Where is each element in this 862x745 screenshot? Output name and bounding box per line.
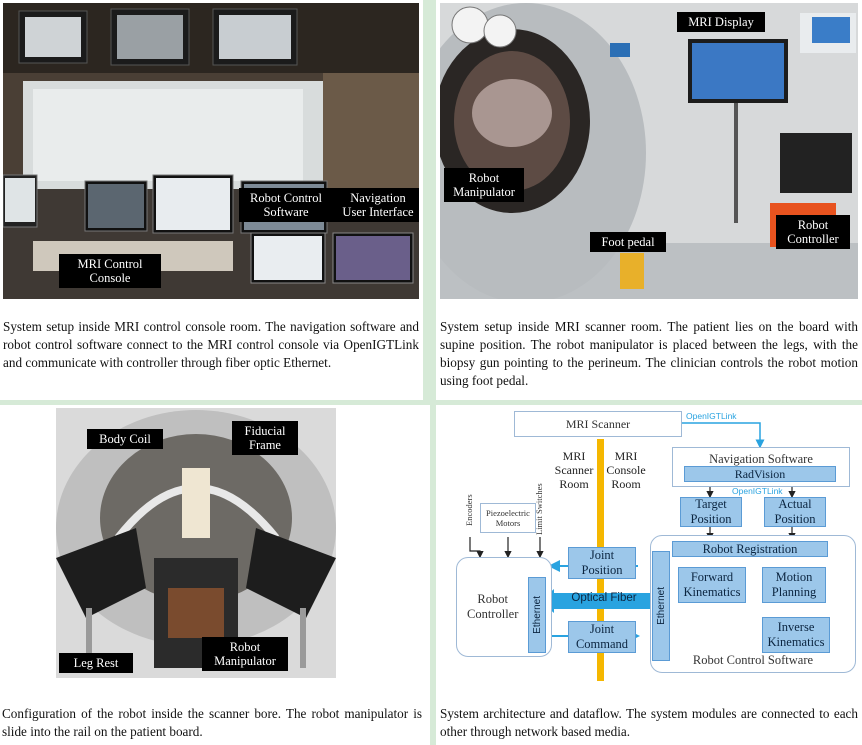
panel-scanner-room: MRI Display Robot Manipulator Foot pedal…: [436, 0, 862, 400]
label-text: Kinematics: [767, 635, 825, 649]
label-text: MRI: [614, 449, 638, 463]
label-text: Command: [575, 637, 629, 651]
label-text: User Interface: [342, 205, 414, 219]
navigation-software-title: Navigation Software: [709, 452, 813, 466]
scanner-bore-photo: Body Coil Fiducial Frame Leg Rest Robot …: [56, 408, 336, 678]
box-robot-registration: Robot Registration: [672, 541, 828, 557]
label-text: Manipulator: [453, 185, 515, 199]
label-text: Room: [559, 477, 589, 491]
label-text: Robot: [468, 171, 500, 185]
box-ethernet-left: Ethernet: [528, 577, 546, 653]
label-text: Controller: [467, 607, 519, 621]
label-text: Navigation: [350, 191, 406, 205]
scanner-room-illustration: [440, 3, 858, 299]
label-text: Forward: [690, 570, 734, 584]
label-text: Robot: [797, 218, 829, 232]
label-text: Robot: [229, 640, 261, 654]
caption-architecture: System architecture and dataflow. The sy…: [440, 706, 858, 739]
label-text: MRI Control: [77, 257, 143, 271]
label-text: Joint: [589, 622, 615, 636]
label-leg-rest: Leg Rest: [59, 653, 133, 673]
label-text: Controller: [787, 232, 839, 246]
label-robot-manipulator-bore: Robot Manipulator: [202, 637, 288, 671]
label-text: Foot pedal: [601, 235, 655, 249]
label-text: Room: [611, 477, 641, 491]
label-text: Manipulator: [214, 654, 276, 668]
scanner-room-photo: MRI Display Robot Manipulator Foot pedal…: [440, 3, 858, 299]
panel-architecture: MRI Scanner OpenIGTLink MRI Scanner Room…: [436, 405, 862, 745]
label-body-coil: Body Coil: [87, 429, 163, 449]
label-robot-control-software: Robot Control Software: [239, 188, 333, 222]
label-mri-scanner-room: MRI Scanner Room: [548, 449, 600, 491]
caption-scanner-bore: Configuration of the robot inside the sc…: [2, 706, 422, 739]
label-text: Position: [581, 563, 623, 577]
label-text: Ethernet: [655, 587, 667, 625]
control-room-photo: MRI Control Console Robot Control Softwa…: [3, 3, 419, 299]
label-text: Piezoelectric: [486, 508, 530, 518]
label-text: Inverse: [777, 620, 815, 634]
label-text: Target: [695, 497, 727, 511]
label-text: MRI: [562, 449, 586, 463]
panel-control-room: MRI Control Console Robot Control Softwa…: [0, 0, 423, 400]
label-mri-display: MRI Display: [677, 12, 765, 32]
label-text: MRI Display: [688, 15, 754, 29]
label-optical-fiber: Optical Fiber: [571, 592, 637, 604]
label-robot-manipulator: Robot Manipulator: [444, 168, 524, 202]
label-text: Console: [606, 463, 646, 477]
label-text: Robot Control: [250, 191, 322, 205]
label-text: Motion: [775, 570, 813, 584]
box-mri-scanner: MRI Scanner: [514, 411, 682, 437]
label-fiducial-frame: Fiducial Frame: [232, 421, 298, 455]
box-radvision: RadVision: [684, 466, 836, 482]
label-mri-control-console: MRI Control Console: [59, 254, 161, 288]
architecture-diagram: MRI Scanner OpenIGTLink MRI Scanner Room…: [440, 411, 858, 681]
label-text: Planning: [771, 585, 817, 599]
label-text: Frame: [249, 438, 281, 452]
label-text: Software: [263, 205, 309, 219]
label-text: Actual: [778, 497, 812, 511]
caption-control-room: System setup inside MRI control console …: [3, 319, 419, 370]
label-text: Motors: [495, 518, 521, 528]
robot-control-software-title: Robot Control Software: [692, 653, 814, 667]
panel-scanner-bore: Body Coil Fiducial Frame Leg Rest Robot …: [0, 405, 430, 745]
label-encoders: Encoders: [464, 494, 474, 526]
caption-scanner-room: System setup inside MRI scanner room. Th…: [440, 319, 858, 388]
box-ethernet-right: Ethernet: [652, 551, 670, 661]
label-text: Body Coil: [99, 432, 151, 446]
label-foot-pedal: Foot pedal: [590, 232, 666, 252]
label-text: Joint: [589, 548, 615, 562]
label-text: Ethernet: [531, 596, 543, 634]
label-text: Console: [89, 271, 131, 285]
label-navigation-ui: Navigation User Interface: [331, 188, 419, 222]
label-text: Fiducial: [244, 424, 286, 438]
label-console-room: MRI Console Room: [600, 449, 652, 491]
label-text: Switches: [534, 483, 544, 515]
label-text: Position: [690, 512, 732, 526]
label-text: Leg Rest: [73, 656, 119, 670]
label-text: Position: [774, 512, 816, 526]
label-robot-controller: Robot Controller: [776, 215, 850, 249]
label-text: Scanner: [554, 463, 594, 477]
label-text: Robot: [477, 592, 508, 606]
label-openigtlink-mid: OpenIGTLink: [732, 486, 783, 496]
label-text: Kinematics: [683, 585, 741, 599]
label-openigtlink-top: OpenIGTLink: [686, 411, 737, 421]
label-limit-switches: Limit Switches: [534, 483, 544, 535]
label-text: Limit: [534, 516, 544, 535]
